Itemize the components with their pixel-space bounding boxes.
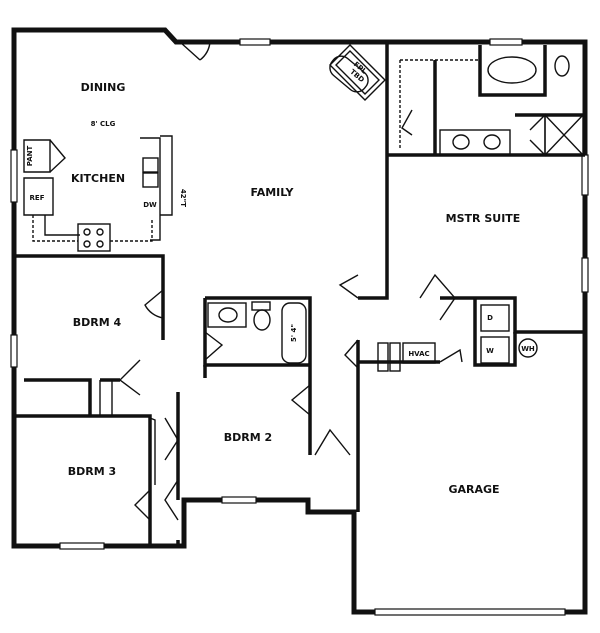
hall-bath-fixtures: [207, 301, 307, 364]
label-bdrm-3: BDRM 3: [68, 465, 116, 478]
label-dw: DW: [143, 201, 157, 209]
label-ref: REF: [30, 194, 45, 202]
label-family: FAMILY: [250, 186, 294, 199]
fireplace: [329, 44, 386, 101]
label-pantry: PANT: [26, 146, 34, 167]
label-counter-height: 42"T: [179, 189, 187, 207]
label-water-heater: WH: [521, 345, 535, 353]
label-dining: DINING: [81, 81, 126, 94]
label-washer: W: [486, 347, 494, 355]
label-dryer: D: [487, 314, 493, 322]
label-hvac: HVAC: [408, 350, 429, 358]
laundry: [377, 304, 538, 372]
windows: [10, 38, 589, 616]
master-bath-fixtures: [399, 55, 584, 156]
doors: [49, 41, 546, 521]
kitchen-counters: [23, 135, 173, 252]
label-bdrm-2: BDRM 2: [224, 431, 272, 444]
label-master-suite: MSTR SUITE: [446, 212, 521, 225]
label-ceiling-height: 8' CLG: [91, 120, 116, 128]
label-garage: GARAGE: [448, 483, 499, 496]
label-kitchen: KITCHEN: [71, 172, 125, 185]
label-bdrm-4: BDRM 4: [73, 316, 122, 329]
label-tub-size: 5' 4": [290, 324, 298, 342]
exterior-wall: [11, 27, 588, 615]
